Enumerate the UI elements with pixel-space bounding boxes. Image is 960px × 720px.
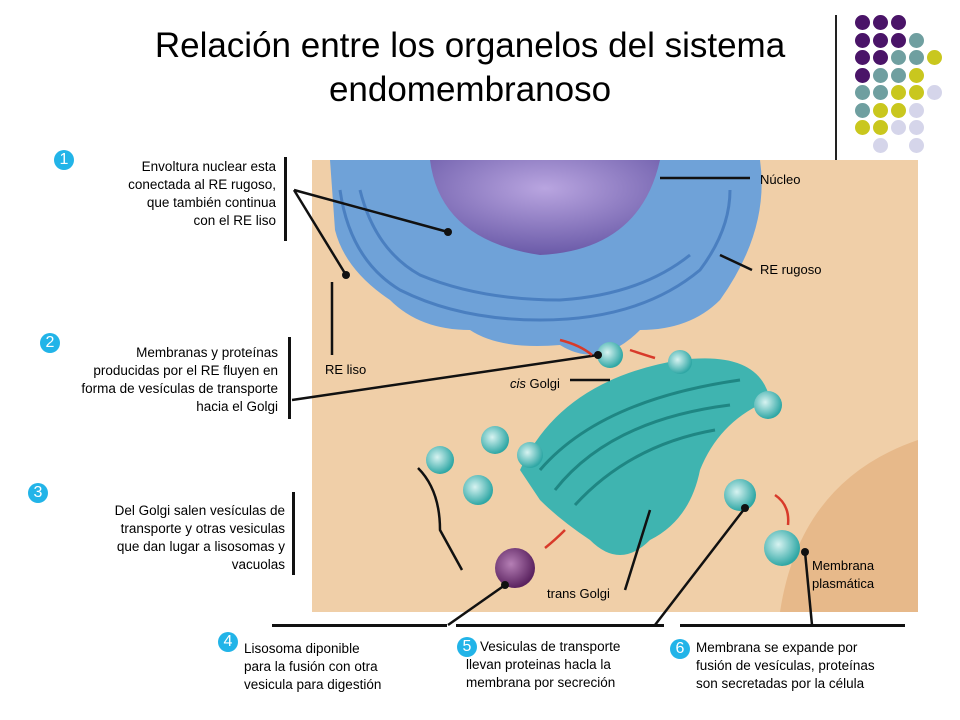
membrana-line-1: Membrana xyxy=(812,558,875,573)
step-3-badge: 3 xyxy=(28,483,48,503)
decorative-dot xyxy=(909,67,924,83)
decorative-dot xyxy=(855,102,870,118)
label-re-liso: RE liso xyxy=(325,362,367,377)
step-5-badge: 5 xyxy=(457,637,477,657)
step-4-line: para la fusión con otra xyxy=(244,659,378,674)
decorative-dot xyxy=(891,85,906,100)
decorative-dot xyxy=(909,102,924,118)
decorative-dot xyxy=(873,15,888,30)
cis-italic: cis xyxy=(510,376,526,391)
decorative-dot xyxy=(891,67,906,83)
decorative-dot xyxy=(873,67,888,83)
decorative-dot xyxy=(855,50,870,65)
step-3-line: vacuolas xyxy=(231,557,285,572)
decorative-dot xyxy=(855,67,870,83)
slide-title: Relación entre los organelos del sistema… xyxy=(100,24,840,112)
step-3-line: que dan lugar a lisosomas y xyxy=(116,539,285,554)
step-4-line: Lisosoma diponible xyxy=(244,641,360,656)
step-3-text: Del Golgi salen vesículas de transporte … xyxy=(115,502,285,574)
decorative-dot xyxy=(927,50,942,65)
decorative-dot xyxy=(909,120,924,135)
step-4-text: Lisosoma diponible para la fusión con ot… xyxy=(244,640,381,694)
step-5-line: membrana por secreción xyxy=(466,675,616,690)
lysosome xyxy=(495,548,535,588)
decorative-dot xyxy=(873,120,888,135)
decorative-dot xyxy=(855,15,870,30)
step-1-line: que también continua xyxy=(146,195,276,210)
step-2-bracket xyxy=(288,337,291,419)
decorative-dot xyxy=(909,137,924,153)
step-6-badge: 6 xyxy=(670,639,690,659)
step-6-bar xyxy=(680,624,905,627)
decorative-dot xyxy=(873,32,888,48)
decorative-dot xyxy=(891,50,906,65)
decorative-divider xyxy=(835,15,837,160)
decorative-dot xyxy=(873,85,888,100)
step-5-line: llevan proteinas hacla la xyxy=(466,657,611,672)
title-line-1: Relación entre los organelos del sistema xyxy=(154,26,786,65)
decorative-dot xyxy=(927,85,942,100)
label-trans-golgi: trans Golgi xyxy=(547,586,610,601)
step-5-bar xyxy=(456,624,664,627)
step-6-line: Membrana se expande por xyxy=(696,640,858,655)
nucleus xyxy=(430,160,660,255)
membrana-line-2: plasmática xyxy=(812,576,875,591)
decorative-dot xyxy=(891,32,906,48)
step-2-line: hacia el Golgi xyxy=(196,399,278,414)
step-2-line: producidas por el RE fluyen en xyxy=(93,363,278,378)
step-2-text: Membranas y proteínas producidas por el … xyxy=(81,344,278,416)
step-2-line: forma de vesículas de transporte xyxy=(81,381,278,396)
decorative-dot xyxy=(855,32,870,48)
decorative-dot xyxy=(909,85,924,100)
step-4-bar xyxy=(272,624,447,627)
plasma-membrane-region xyxy=(780,440,918,612)
step-4-badge: 4 xyxy=(218,632,238,652)
title-line-2: endomembranoso xyxy=(328,70,612,109)
decorative-dot xyxy=(891,102,906,118)
decorative-dot xyxy=(855,85,870,100)
step-2-line: Membranas y proteínas xyxy=(136,345,278,360)
step-5-text: Vesiculas de transporte llevan proteinas… xyxy=(466,638,620,692)
step-1-bracket xyxy=(284,157,287,241)
step-1-line: conectada al RE rugoso, xyxy=(128,177,276,192)
decorative-dot xyxy=(855,120,870,135)
step-5-line: Vesiculas de transporte xyxy=(480,639,621,654)
step-6-text: Membrana se expande por fusión de vesícu… xyxy=(696,639,875,693)
decorative-dot xyxy=(873,50,888,65)
decorative-dot xyxy=(909,50,924,65)
step-4-line: vesicula para digestión xyxy=(244,677,382,692)
step-1-badge: 1 xyxy=(54,150,74,170)
label-nucleo: Núcleo xyxy=(760,172,801,187)
cis-golgi-text: Golgi xyxy=(525,376,560,391)
decorative-dot xyxy=(891,15,906,30)
step-1-text: Envoltura nuclear esta conectada al RE r… xyxy=(128,158,276,230)
step-6-line: son secretadas por la célula xyxy=(696,676,865,691)
step-2-badge: 2 xyxy=(40,333,60,353)
step-3-line: Del Golgi salen vesículas de xyxy=(114,503,285,518)
decorative-dot xyxy=(891,120,906,135)
decorative-dot xyxy=(873,102,888,118)
step-3-bracket xyxy=(292,492,295,575)
step-3-line: transporte y otras vesiculas xyxy=(120,521,285,536)
decorative-dot xyxy=(873,137,888,153)
label-re-rugoso: RE rugoso xyxy=(760,262,822,277)
label-cis-golgi: cis Golgi xyxy=(510,376,560,391)
step-1-line: con el RE liso xyxy=(193,213,276,228)
step-1-line: Envoltura nuclear esta xyxy=(141,159,276,174)
decorative-dot xyxy=(909,32,924,48)
label-membrana-plasmatica: Membrana plasmática xyxy=(812,557,874,593)
step-6-line: fusión de vesículas, proteínas xyxy=(696,658,875,673)
